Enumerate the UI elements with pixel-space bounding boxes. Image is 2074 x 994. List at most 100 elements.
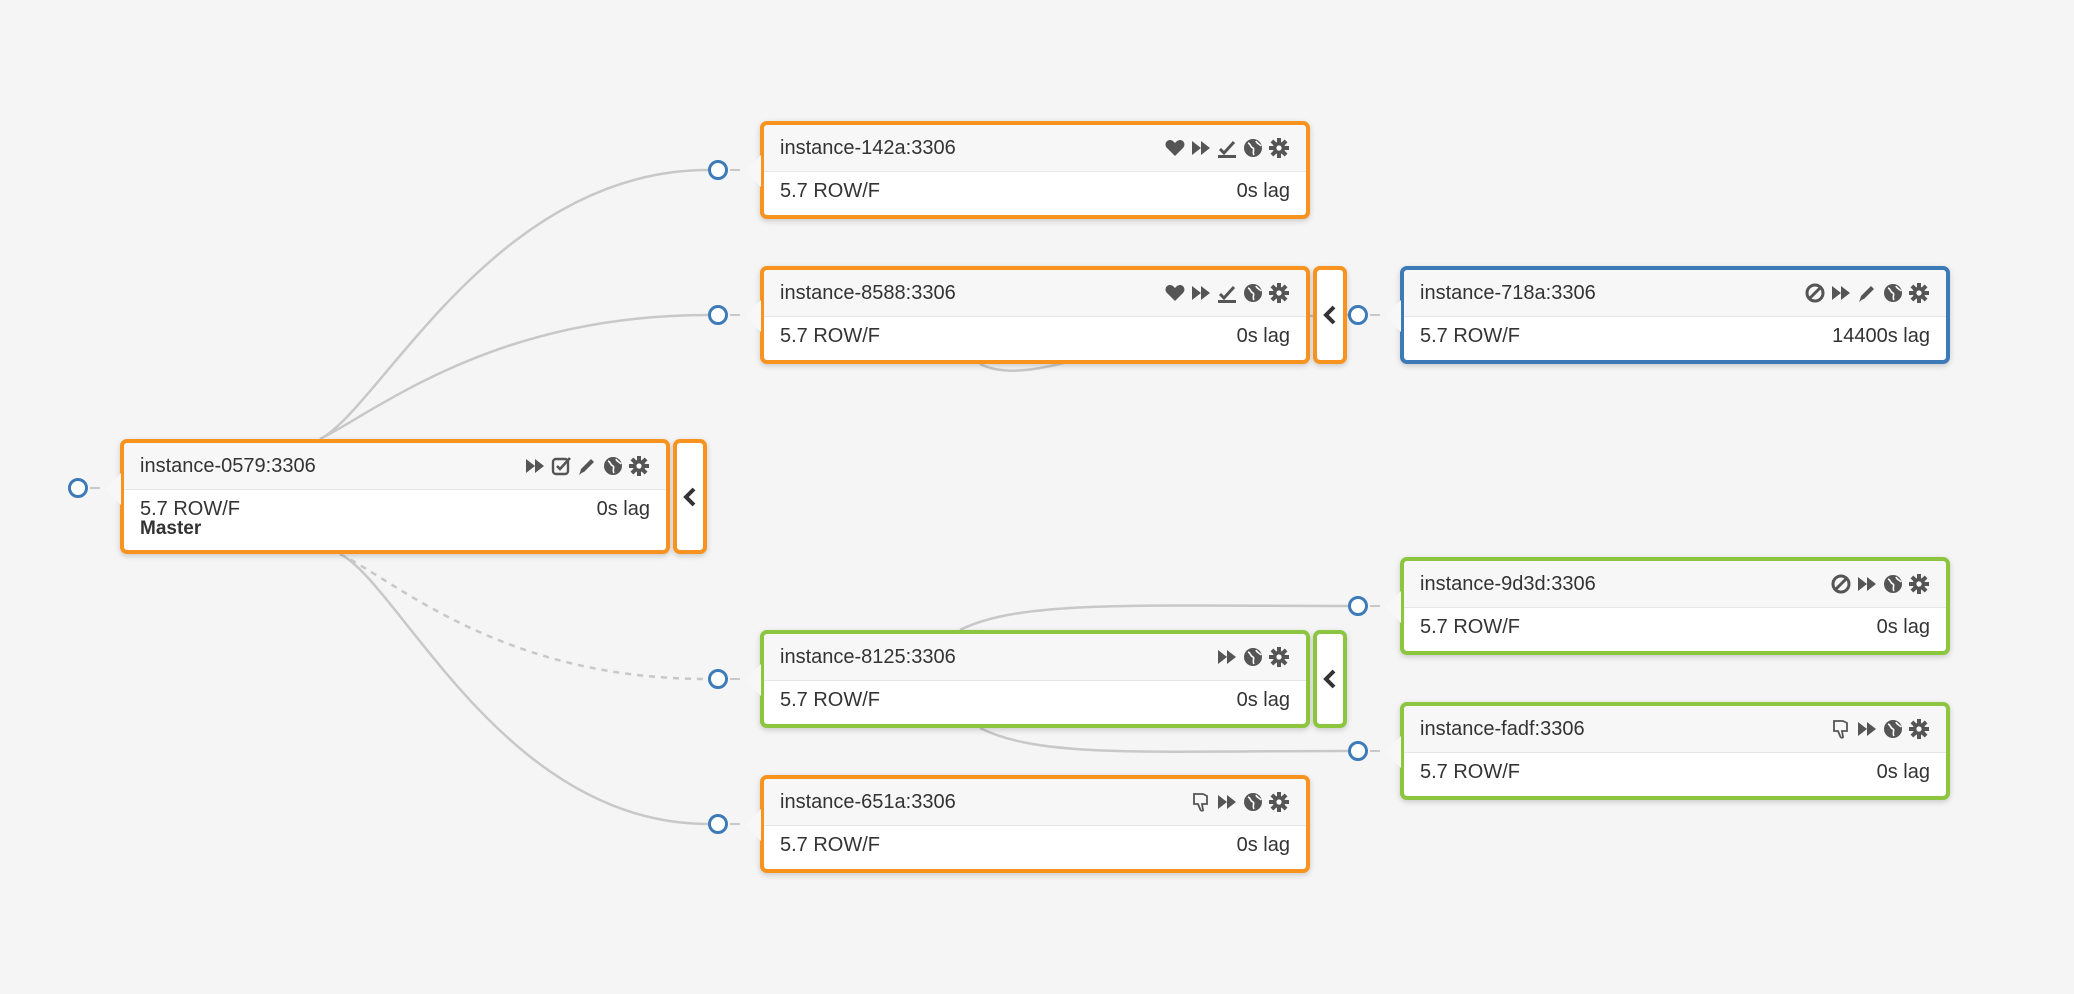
instance-header: instance-0579:3306 xyxy=(124,443,666,490)
replication-link xyxy=(319,313,709,441)
thumbs-down-icon[interactable] xyxy=(1830,718,1852,740)
collapse-children-button[interactable] xyxy=(673,439,707,554)
pencil-icon[interactable] xyxy=(1856,282,1878,304)
instance-role: Master xyxy=(140,518,202,539)
replication-link xyxy=(339,552,709,826)
instance-icons xyxy=(1164,137,1290,159)
instance-title[interactable]: instance-8588:3306 xyxy=(780,281,956,304)
instance-lag: 14400s lag xyxy=(1832,325,1930,347)
heart-icon[interactable] xyxy=(1164,282,1186,304)
node-pointer xyxy=(745,809,761,841)
globe-icon[interactable] xyxy=(1882,718,1904,740)
node-connector-dot[interactable] xyxy=(708,305,728,325)
ban-icon[interactable] xyxy=(1830,573,1852,595)
node-connector-dot[interactable] xyxy=(1348,741,1368,761)
fast-forward-icon[interactable] xyxy=(1216,791,1238,813)
instance-title[interactable]: instance-fadf:3306 xyxy=(1420,717,1585,740)
replication-link xyxy=(979,726,1349,753)
check-square-icon[interactable] xyxy=(550,455,572,477)
instance-node[interactable]: instance-718a:3306 5.7 ROW/F 14400s lag xyxy=(1385,266,1950,364)
instance-title[interactable]: instance-0579:3306 xyxy=(140,454,316,477)
chevron-left-icon xyxy=(1323,669,1336,689)
instance-title[interactable]: instance-8125:3306 xyxy=(780,645,956,668)
instance-version: 5.7 ROW/F xyxy=(1420,761,1521,783)
fast-forward-icon[interactable] xyxy=(1856,718,1878,740)
instance-header: instance-8588:3306 xyxy=(764,270,1306,317)
gear-icon[interactable] xyxy=(628,455,650,477)
instance-title[interactable]: instance-9d3d:3306 xyxy=(1420,572,1596,595)
collapse-children-button[interactable] xyxy=(1313,630,1347,728)
node-connector-dot[interactable] xyxy=(1348,305,1368,325)
node-connector-dot[interactable] xyxy=(708,669,728,689)
fast-forward-icon[interactable] xyxy=(1830,282,1852,304)
node-pointer xyxy=(745,155,761,187)
replication-link xyxy=(339,552,709,681)
heart-icon[interactable] xyxy=(1164,137,1186,159)
ban-icon[interactable] xyxy=(1804,282,1826,304)
instance-title[interactable]: instance-142a:3306 xyxy=(780,136,956,159)
globe-icon[interactable] xyxy=(1882,282,1904,304)
gear-icon[interactable] xyxy=(1268,282,1290,304)
instance-lag: 0s lag xyxy=(1236,689,1290,711)
node-connector-dot[interactable] xyxy=(1348,596,1368,616)
pencil-icon[interactable] xyxy=(576,455,598,477)
globe-icon[interactable] xyxy=(1242,137,1264,159)
node-connector-dot[interactable] xyxy=(708,814,728,834)
replication-link xyxy=(959,604,1349,632)
node-connector-dot[interactable] xyxy=(708,160,728,180)
globe-icon[interactable] xyxy=(1242,646,1264,668)
fast-forward-icon[interactable] xyxy=(1216,646,1238,668)
instance-header: instance-142a:3306 xyxy=(764,125,1306,172)
instance-node[interactable]: instance-8125:3306 5.7 ROW/F 0s lag xyxy=(745,630,1310,728)
gear-icon[interactable] xyxy=(1908,573,1930,595)
instance-lag: 0s lag xyxy=(1236,834,1290,856)
instance-header: instance-651a:3306 xyxy=(764,779,1306,826)
instance-icons xyxy=(1216,646,1290,668)
globe-icon[interactable] xyxy=(1882,573,1904,595)
globe-icon[interactable] xyxy=(1242,282,1264,304)
instance-body: 5.7 ROW/F 14400s lag xyxy=(1404,317,1946,349)
download-check-icon[interactable] xyxy=(1216,137,1238,159)
thumbs-down-icon[interactable] xyxy=(1190,791,1212,813)
node-pointer xyxy=(105,473,121,505)
fast-forward-icon[interactable] xyxy=(1856,573,1878,595)
gear-icon[interactable] xyxy=(1908,282,1930,304)
instance-title[interactable]: instance-651a:3306 xyxy=(780,790,956,813)
instance-title[interactable]: instance-718a:3306 xyxy=(1420,281,1596,304)
gear-icon[interactable] xyxy=(1268,791,1290,813)
instance-version: 5.7 ROW/F xyxy=(1420,325,1521,347)
instance-version: 5.7 ROW/F xyxy=(780,689,881,711)
gear-icon[interactable] xyxy=(1268,137,1290,159)
instance-icons xyxy=(524,455,650,477)
globe-icon[interactable] xyxy=(602,455,624,477)
fast-forward-icon[interactable] xyxy=(524,455,546,477)
instance-version: 5.7 ROW/F xyxy=(780,325,881,347)
globe-icon[interactable] xyxy=(1242,791,1264,813)
node-pointer xyxy=(745,300,761,332)
node-pointer xyxy=(1385,591,1401,623)
instance-header: instance-8125:3306 xyxy=(764,634,1306,681)
gear-icon[interactable] xyxy=(1268,646,1290,668)
download-check-icon[interactable] xyxy=(1216,282,1238,304)
instance-icons xyxy=(1164,282,1290,304)
node-connector-dot[interactable] xyxy=(68,478,88,498)
fast-forward-icon[interactable] xyxy=(1190,282,1212,304)
instance-body: 5.7 ROW/F 0s lag xyxy=(764,681,1306,713)
instance-lag: 0s lag xyxy=(596,498,650,520)
fast-forward-icon[interactable] xyxy=(1190,137,1212,159)
collapse-children-button[interactable] xyxy=(1313,266,1347,364)
gear-icon[interactable] xyxy=(1908,718,1930,740)
node-pointer xyxy=(745,664,761,696)
instance-version: 5.7 ROW/F xyxy=(140,498,241,520)
